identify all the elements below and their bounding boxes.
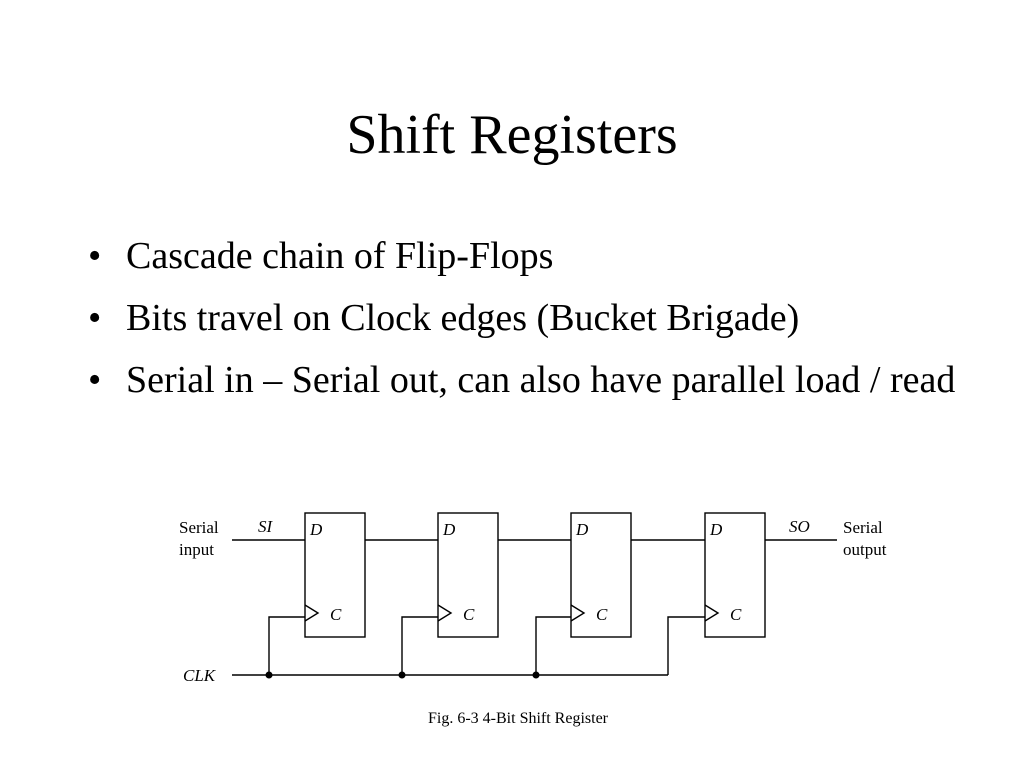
clock-wire-1 <box>268 616 305 675</box>
junction-dot-3 <box>532 671 540 679</box>
bullet-text: Cascade chain of Flip-Flops <box>126 235 554 277</box>
serial-input-label-line1: Serial <box>179 518 219 537</box>
bullet-dot-icon: • <box>88 235 102 277</box>
d-label-1: D <box>309 520 323 539</box>
serial-output-label-line2: output <box>843 540 887 559</box>
c-label-4: C <box>730 605 742 624</box>
bullet-item: • Serial in – Serial out, can also have p… <box>86 352 966 408</box>
c-label-1: C <box>330 605 342 624</box>
serial-input-label-line2: input <box>179 540 214 559</box>
bullet-dot-icon: • <box>88 297 102 339</box>
clk-label: CLK <box>183 666 217 685</box>
flip-flop-4 <box>704 512 766 638</box>
clock-triangle-3 <box>570 604 586 622</box>
figure-caption: Fig. 6-3 4-Bit Shift Register <box>428 710 609 727</box>
clock-triangle-2 <box>437 604 453 622</box>
bullet-text: Bits travel on Clock edges (Bucket Briga… <box>126 297 800 339</box>
bullet-item: • Bits travel on Clock edges (Bucket Brig… <box>86 290 966 346</box>
flip-flop-1 <box>304 512 366 638</box>
clock-wire-3 <box>535 616 571 675</box>
junction-dot-1 <box>265 671 273 679</box>
bullet-text: Serial in – Serial out, can also have pa… <box>126 359 956 401</box>
shift-register-diagram: D D D D C C C C Serial input SI SO Seria… <box>179 512 887 727</box>
clock-triangle-1 <box>304 604 320 622</box>
clock-triangle-4 <box>704 604 720 622</box>
c-label-2: C <box>463 605 475 624</box>
d-label-3: D <box>575 520 589 539</box>
flip-flop-3 <box>570 512 632 638</box>
bullet-dot-icon: • <box>88 359 102 401</box>
si-label: SI <box>258 517 274 536</box>
clock-wire-2 <box>401 616 438 675</box>
bullet-list: • Cascade chain of Flip-Flops • Bits trave… <box>86 228 966 414</box>
flip-flop-2 <box>437 512 499 638</box>
slide-title: Shift Registers <box>346 104 678 166</box>
clock-wire-4 <box>667 616 705 675</box>
d-label-4: D <box>709 520 723 539</box>
so-label: SO <box>789 517 810 536</box>
bullet-item: • Cascade chain of Flip-Flops <box>86 228 966 284</box>
c-label-3: C <box>596 605 608 624</box>
d-label-2: D <box>442 520 456 539</box>
junction-dot-2 <box>398 671 406 679</box>
serial-output-label-line1: Serial <box>843 518 883 537</box>
